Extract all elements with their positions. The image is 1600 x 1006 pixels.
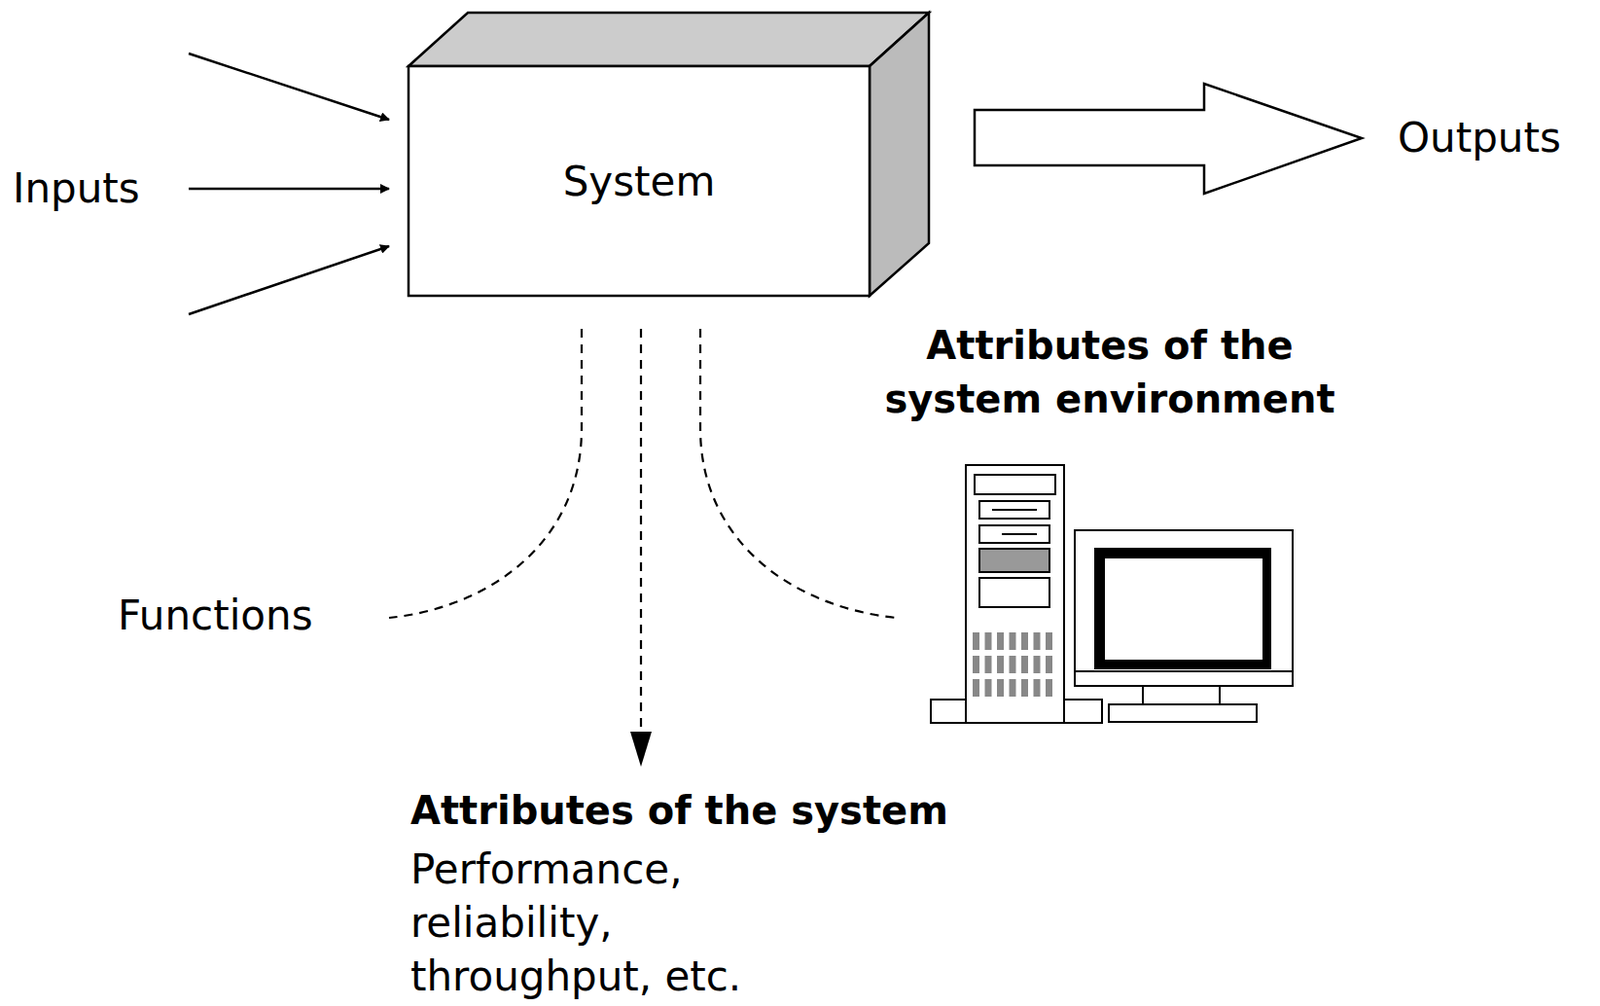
vent-slot: [985, 678, 993, 697]
node-text: System: [563, 157, 716, 206]
vent-slot: [1021, 655, 1029, 674]
vent-slot: [972, 655, 980, 674]
vent-slot: [985, 655, 993, 674]
system-box: System: [408, 66, 870, 296]
vent-slot: [1045, 655, 1053, 674]
dashed-leaders: [389, 328, 897, 740]
vent-slot: [1045, 632, 1053, 650]
environment-heading: Attributes of the system environment: [876, 319, 1344, 427]
vent-slot: [1033, 632, 1041, 650]
vent-slot: [1021, 678, 1029, 697]
vent-slot: [996, 655, 1004, 674]
output-arrow: [974, 83, 1362, 194]
vent-slot: [1009, 678, 1017, 697]
vent-slot: [1009, 632, 1017, 650]
dashed-arrowhead: [630, 731, 652, 767]
vent-slot: [985, 632, 993, 650]
vent-slot: [996, 632, 1004, 650]
box-top-face: [408, 12, 929, 67]
vent-slot: [1009, 655, 1017, 674]
vent-slot: [972, 632, 980, 650]
attributes-list: Performance, reliability, throughput, et…: [410, 842, 800, 1003]
vent-slot: [1033, 678, 1041, 697]
vent-slot: [972, 678, 980, 697]
attributes-heading: Attributes of the system: [410, 783, 949, 838]
input-arrows: [188, 53, 390, 315]
vent-slot: [1045, 678, 1053, 697]
output-label: Outputs: [1397, 113, 1562, 163]
vent-slot: [996, 678, 1004, 697]
input-label: Inputs: [12, 164, 141, 214]
box-side-face: [869, 12, 929, 296]
functions-label: Functions: [117, 591, 314, 640]
tower-vents: [972, 632, 1053, 697]
box-front-face: [408, 66, 870, 296]
computer-icon: [930, 464, 1293, 723]
vent-slot: [1033, 655, 1041, 674]
vent-slot: [1021, 632, 1029, 650]
